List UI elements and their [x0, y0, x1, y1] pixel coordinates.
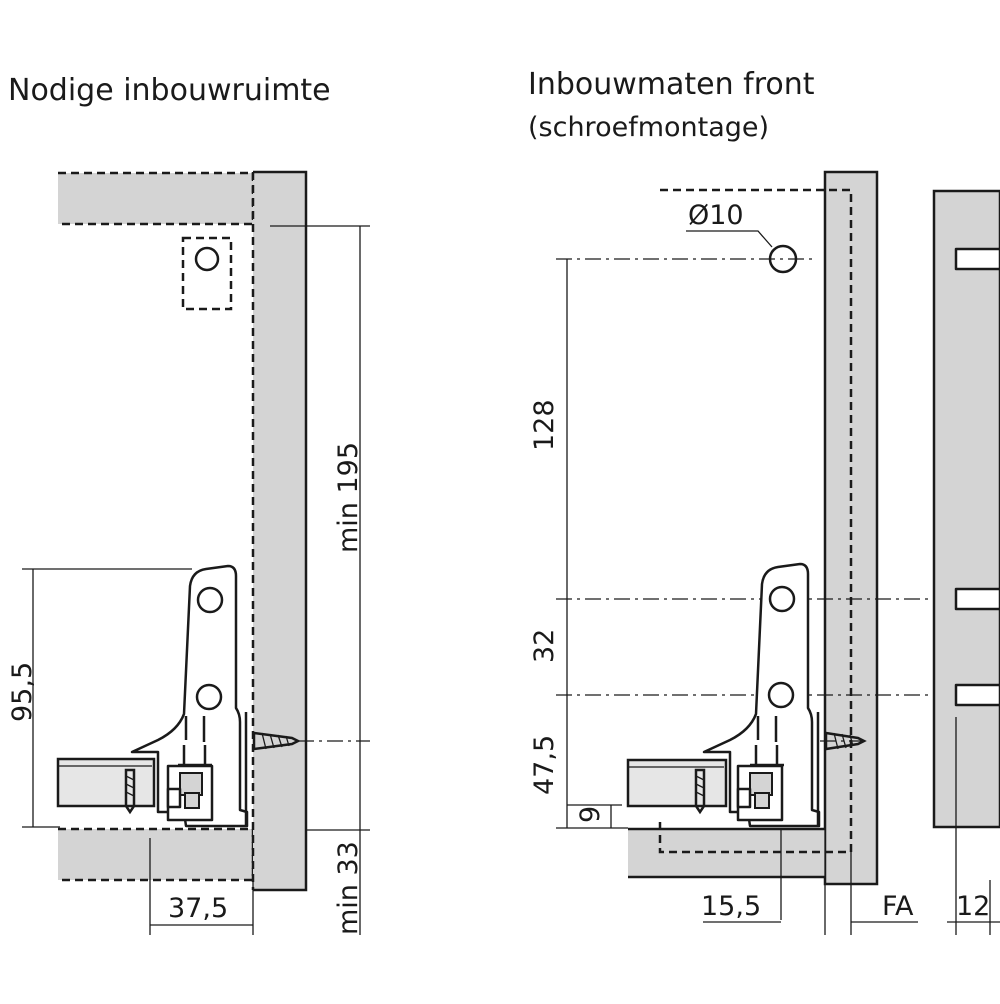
- dim-label-diameter: Ø10: [688, 200, 744, 231]
- mounting-screw-right-icon: [824, 731, 867, 751]
- adjuster-cam-right-icon: [749, 772, 773, 796]
- dim-label-47-5: 47,5: [529, 735, 560, 795]
- dowel-hole-top: [954, 247, 1000, 271]
- dim-line-15-5: [703, 830, 852, 935]
- front-panel: [253, 172, 306, 890]
- rail-screw-right-icon: [694, 768, 706, 815]
- dim-label-32: 32: [529, 629, 560, 663]
- dim-label-min33: min 33: [333, 841, 364, 935]
- front-bracket-right: [694, 562, 867, 828]
- right-view: Inbouwmaten front (schroefmontage) Ø10 1…: [528, 67, 1000, 935]
- cabinet-top-outline: [58, 171, 255, 226]
- right-title: Inbouwmaten front: [528, 67, 815, 102]
- cabinet-bottom-outline: [58, 827, 255, 882]
- left-title: Nodige inbouwruimte: [8, 73, 331, 108]
- hinge-hole-icon: [194, 246, 220, 272]
- dim-label-9: 9: [575, 806, 606, 823]
- dim-line-9: [567, 804, 622, 828]
- drawer-side-rail: [56, 757, 156, 808]
- left-view: Nodige inbouwruimte min 195 min 33 95,5 …: [7, 73, 370, 935]
- front-bracket: [124, 564, 301, 828]
- cabinet-top-panel: [58, 173, 253, 224]
- dim-label-min195: min 195: [333, 442, 364, 553]
- dowel-hole-bottom: [954, 683, 1000, 707]
- cabinet-bottom-panel: [58, 829, 253, 880]
- bracket-right-hole-lower-icon: [767, 681, 795, 709]
- dim-label-37-5: 37,5: [168, 893, 228, 924]
- hinge-recess: [181, 236, 233, 311]
- dim-leader-diameter: [686, 230, 773, 248]
- bracket-hole-lower-icon: [195, 683, 223, 711]
- dim-line-37-5: [149, 838, 254, 935]
- front-panel-outline: [253, 170, 308, 892]
- dowel-hole-middle: [954, 587, 1000, 611]
- adjuster-cam-icon: [179, 772, 203, 796]
- dim-label-128: 128: [529, 399, 560, 451]
- drawer-side-rail-right: [626, 758, 728, 808]
- dim-line-95-5: [22, 568, 192, 828]
- dim-line-min195: [270, 225, 370, 830]
- rail-screw-icon: [124, 768, 136, 815]
- bracket-hole-upper-icon: [196, 586, 224, 614]
- front-side-view: 12: [932, 189, 1000, 935]
- dim-label-FA: FA: [882, 891, 914, 922]
- bracket-body: [130, 564, 249, 828]
- dim-label-12: 12: [956, 891, 990, 922]
- dim-line-vertical: [556, 259, 628, 829]
- dim-line-12: [947, 717, 1000, 935]
- front-side-panel: [932, 189, 1000, 829]
- mounting-screw-icon: [252, 731, 301, 751]
- dim-label-15-5: 15,5: [701, 891, 761, 922]
- bracket-right-hole-upper-icon: [768, 585, 796, 613]
- dim-label-95-5: 95,5: [7, 662, 38, 722]
- dim-line-min33: [306, 829, 370, 935]
- right-subtitle: (schroefmontage): [528, 112, 769, 143]
- bracket-body-right: [702, 562, 821, 828]
